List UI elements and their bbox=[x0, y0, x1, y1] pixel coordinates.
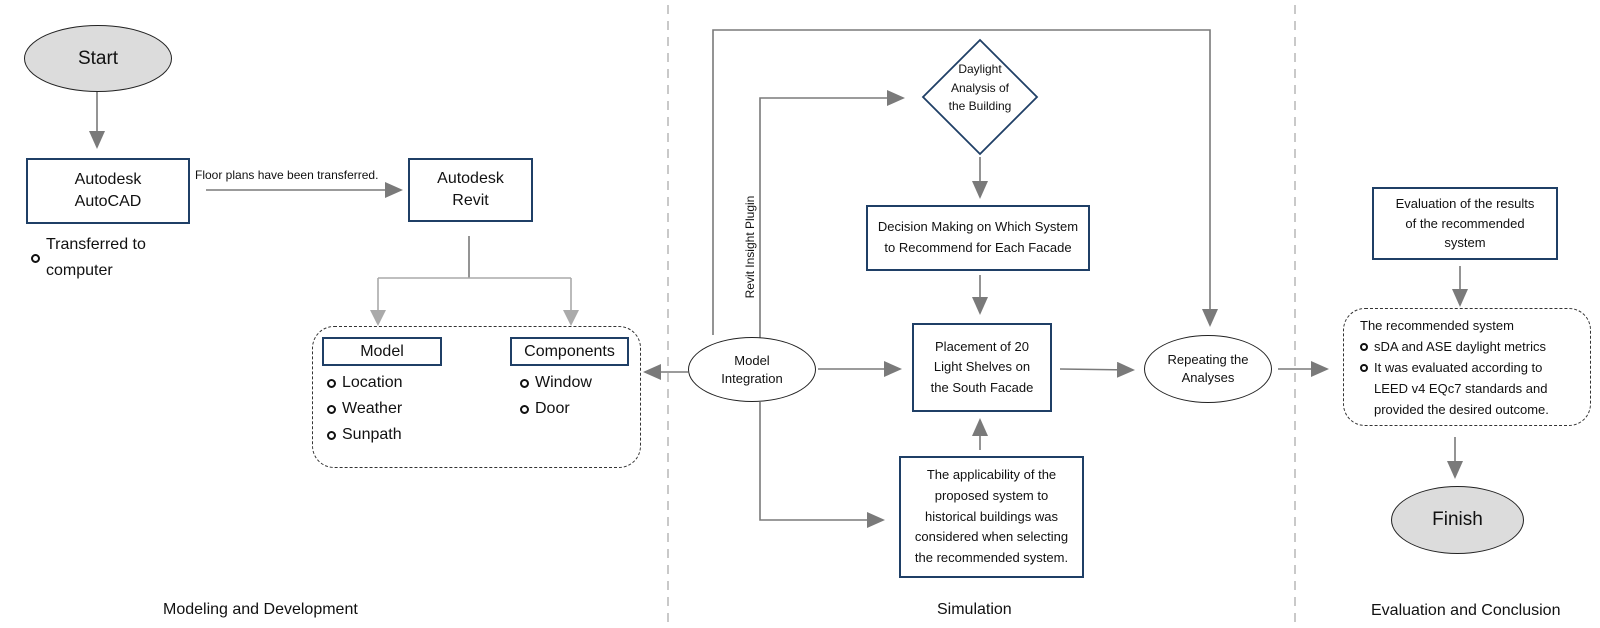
arrow-plugin bbox=[759, 90, 905, 338]
model-integration-label: Model Integration bbox=[721, 352, 783, 386]
decision-label: Decision Making on Which System to Recom… bbox=[877, 219, 1079, 255]
transfer-label: Floor plans have been transferred. bbox=[195, 168, 379, 182]
bullet-icon bbox=[327, 378, 336, 388]
bullet-icon bbox=[327, 430, 336, 440]
recommended-content: The recommended system sDA and ASE dayli… bbox=[1360, 315, 1585, 420]
finish-label: Finish bbox=[1432, 509, 1483, 530]
daylight-diamond bbox=[921, 38, 1039, 156]
list-item: Weather bbox=[327, 396, 403, 422]
model-components-group bbox=[312, 326, 641, 468]
arrow-top-loop bbox=[712, 29, 1218, 335]
applicability-label: The applicability of the proposed system… bbox=[914, 467, 1069, 566]
finish-node: Finish bbox=[1391, 486, 1524, 554]
section-evaluation: Evaluation and Conclusion bbox=[1371, 602, 1561, 619]
model-title: Model bbox=[360, 342, 404, 360]
list-item: Window bbox=[520, 370, 592, 396]
bullet-icon bbox=[1360, 364, 1368, 372]
daylight-label: Daylight Analysis of the Building bbox=[948, 62, 1012, 114]
recommended-title: The recommended system bbox=[1360, 318, 1514, 333]
bullet-icon bbox=[327, 404, 336, 414]
arrow-placement-repeating bbox=[1059, 361, 1135, 378]
components-title-box: Components bbox=[510, 337, 629, 366]
list-item: Sunpath bbox=[327, 422, 403, 448]
bullet-icon bbox=[1360, 342, 1368, 351]
list-item: Location bbox=[327, 370, 403, 396]
autocad-note: Transferred to computer bbox=[31, 232, 201, 284]
applicability-box: The applicability of the proposed system… bbox=[899, 456, 1084, 578]
revit-label: Autodesk Revit bbox=[437, 170, 504, 209]
repeating-label: Repeating the Analyses bbox=[1167, 352, 1249, 385]
model-integration-node: Model Integration bbox=[688, 337, 816, 402]
section-modeling: Modeling and Development bbox=[163, 601, 358, 618]
decision-box: Decision Making on Which System to Recom… bbox=[866, 205, 1090, 271]
repeating-node: Repeating the Analyses bbox=[1144, 335, 1272, 403]
list-item: Door bbox=[520, 396, 592, 422]
evaluation-box: Evaluation of the results of the recomme… bbox=[1372, 187, 1558, 260]
recommended-group bbox=[1343, 308, 1591, 426]
list-item: It was evaluated according to LEED v4 EQ… bbox=[1360, 357, 1585, 420]
start-node: Start bbox=[24, 25, 172, 92]
components-title: Components bbox=[524, 342, 615, 360]
autocad-note-text: Transferred to computer bbox=[46, 236, 146, 279]
bullet-icon bbox=[520, 378, 529, 388]
section-simulation: Simulation bbox=[937, 601, 1012, 618]
autocad-box: Autodesk AutoCAD bbox=[26, 158, 190, 224]
revit-box: Autodesk Revit bbox=[408, 158, 533, 222]
plugin-label: Revit Insight Plugin bbox=[743, 195, 757, 299]
placement-box: Placement of 20 Light Shelves on the Sou… bbox=[912, 323, 1052, 412]
start-label: Start bbox=[77, 47, 119, 69]
model-items: Location Weather Sunpath bbox=[327, 370, 403, 448]
list-item: sDA and ASE daylight metrics bbox=[1360, 336, 1585, 357]
model-title-box: Model bbox=[322, 337, 442, 366]
bullet-icon bbox=[31, 253, 40, 263]
bullet-icon bbox=[520, 404, 529, 414]
components-items: Window Door bbox=[520, 370, 592, 422]
placement-label: Placement of 20 Light Shelves on the Sou… bbox=[930, 339, 1034, 395]
autocad-label: Autodesk AutoCAD bbox=[74, 171, 142, 210]
arrow-integration-applicability bbox=[759, 402, 885, 528]
evaluation-label: Evaluation of the results of the recomme… bbox=[1395, 196, 1535, 251]
